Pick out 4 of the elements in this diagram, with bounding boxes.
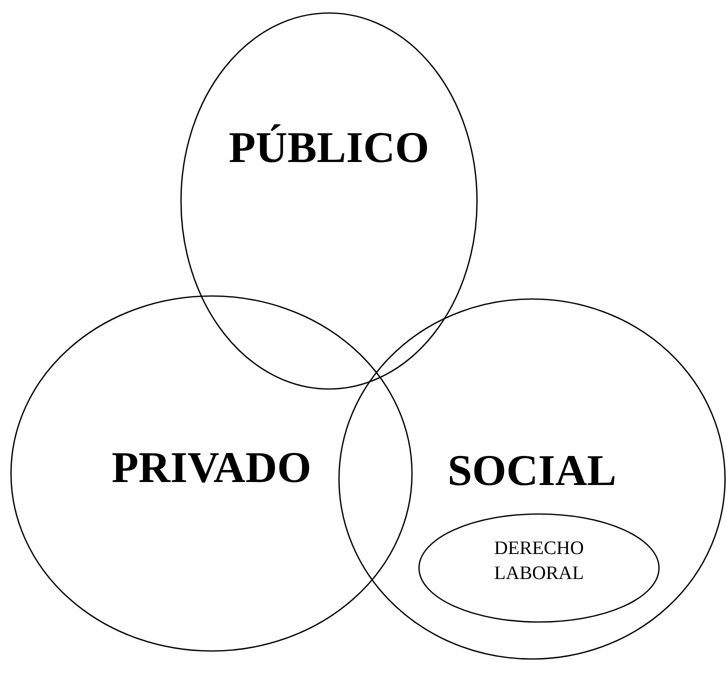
circle-label: SOCIAL — [446, 445, 618, 496]
circle-label: DERECHO LABORAL — [493, 537, 585, 586]
circle-label: PRIVADO — [110, 442, 312, 493]
circle-label: PÚBLICO — [228, 122, 430, 173]
